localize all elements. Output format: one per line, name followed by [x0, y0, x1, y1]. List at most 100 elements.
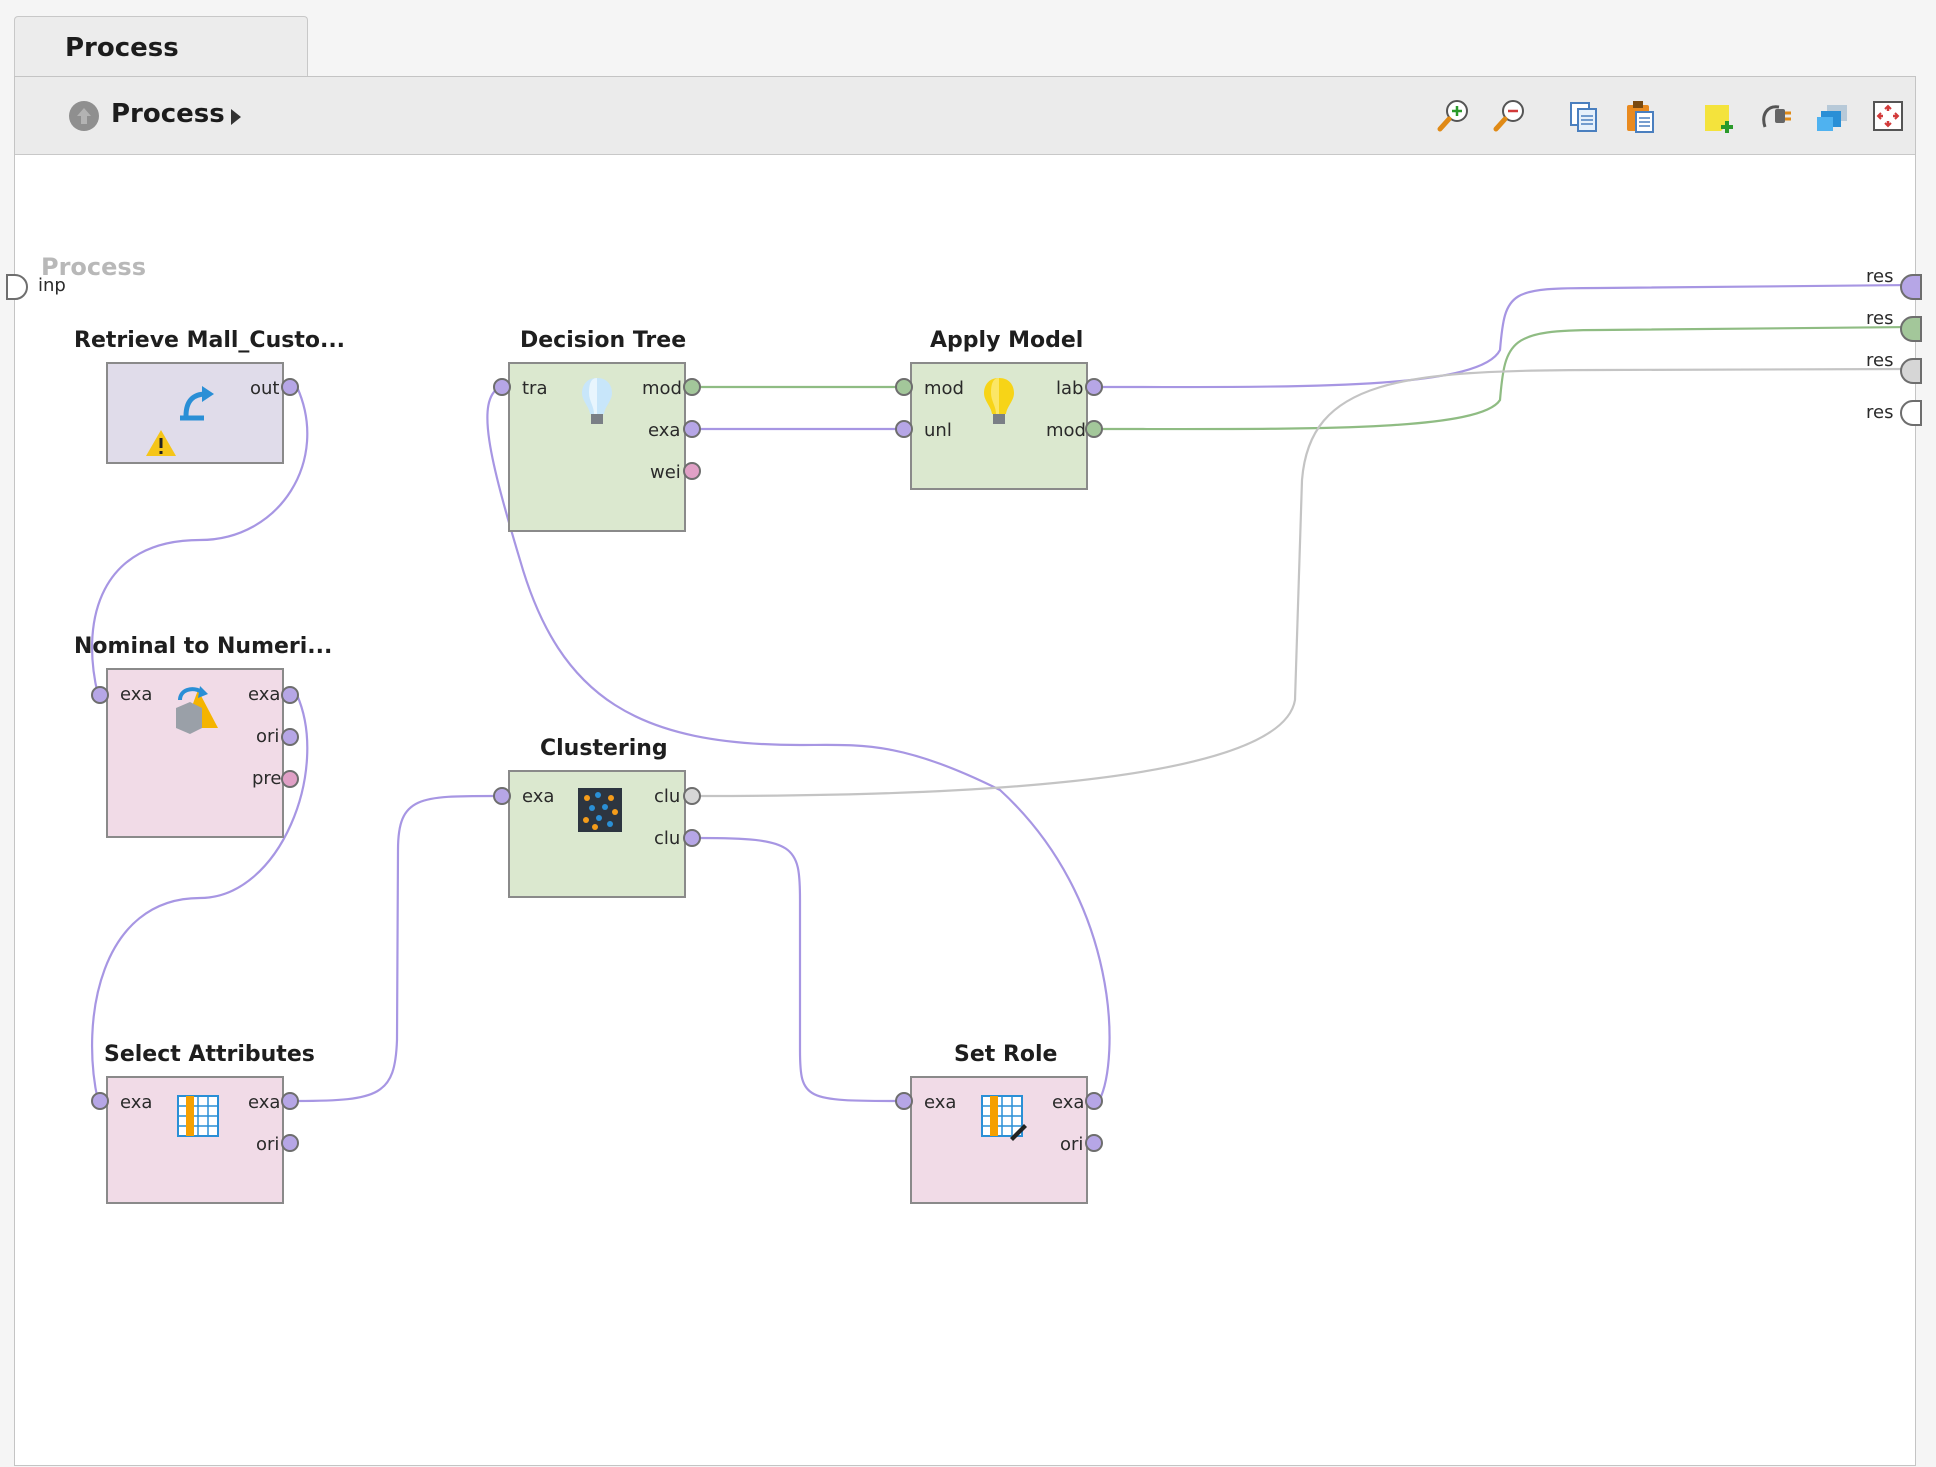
port-label-clu: clu [654, 828, 681, 849]
wire-setrole-to-tree [486, 386, 1111, 1102]
port-apply-mod-out[interactable] [1085, 420, 1103, 438]
result-port-label-4: res [1866, 402, 1894, 423]
port-label-exa: exa [522, 786, 555, 807]
wire-apply-lab-to-res1 [1098, 283, 1916, 389]
layers-icon[interactable] [1813, 97, 1851, 135]
operator-title-setrole: Set Role [954, 1042, 1058, 1067]
wire-nominal-to-select [90, 694, 309, 1102]
port-clustering-clu-1[interactable] [683, 787, 701, 805]
set-role-icon [981, 1095, 1027, 1141]
port-label-mod: mod [1046, 420, 1086, 441]
port-label-mod: mod [924, 378, 964, 399]
retrieve-icon [180, 386, 214, 421]
port-tree-exa[interactable] [683, 420, 701, 438]
lightbulb-icon [984, 378, 1014, 424]
warning-icon [146, 430, 176, 456]
wire-apply-mod-to-res2 [1098, 325, 1916, 431]
port-nominal-exa[interactable] [281, 686, 299, 704]
port-label-in: exa [120, 1092, 153, 1113]
operator-apply-model[interactable]: mod unl lab mod [910, 362, 1088, 490]
operator-retrieve[interactable]: out [106, 362, 284, 464]
port-select-exa[interactable] [281, 1092, 299, 1110]
wire-select-to-clustering [296, 794, 501, 1103]
port-label-exa: exa [248, 684, 281, 705]
result-port-1[interactable] [1900, 274, 1922, 300]
port-label-ori: ori [1060, 1134, 1084, 1155]
port-select-in[interactable] [91, 1092, 109, 1110]
port-nominal-ori[interactable] [281, 728, 299, 746]
fit-view-icon[interactable] [1869, 97, 1907, 135]
port-clustering-clu-2[interactable] [683, 829, 701, 847]
wire-clustering-to-setrole [698, 836, 901, 1103]
port-retrieve-out[interactable] [281, 378, 299, 396]
port-apply-unl[interactable] [895, 420, 913, 438]
operator-nominal-to-numerical[interactable]: exa exa ori pre [106, 668, 284, 838]
paste-icon[interactable] [1621, 97, 1659, 135]
tab-label: Process [65, 33, 179, 63]
wire-retrieve-to-nominal [91, 386, 309, 696]
port-label-in: exa [120, 684, 153, 705]
zoom-out-icon[interactable] [1491, 97, 1529, 135]
up-arrow-icon[interactable] [69, 101, 99, 131]
port-label-ori: ori [256, 1134, 280, 1155]
lightbulb-icon [582, 378, 612, 424]
input-port-label: inp [38, 275, 66, 296]
port-label-tra: tra [522, 378, 548, 399]
clustering-icon [578, 788, 622, 832]
port-label-mod: mod [642, 378, 682, 399]
port-label-unl: unl [924, 420, 952, 441]
port-select-ori[interactable] [281, 1134, 299, 1152]
process-toolbar: Process [15, 77, 1915, 155]
operator-title-clustering: Clustering [540, 736, 668, 761]
port-setrole-exa[interactable] [1085, 1092, 1103, 1110]
result-port-label-1: res [1866, 266, 1894, 287]
select-attributes-icon [177, 1095, 219, 1137]
port-clustering-exa[interactable] [493, 787, 511, 805]
breadcrumb-arrow-icon[interactable] [231, 109, 241, 125]
port-nominal-in[interactable] [91, 686, 109, 704]
port-label-exa: exa [924, 1092, 957, 1113]
result-port-3[interactable] [1900, 358, 1922, 384]
canvas-title: Process [41, 253, 146, 281]
port-label-exa: exa [648, 420, 681, 441]
operator-decision-tree[interactable]: tra mod exa wei [508, 362, 686, 532]
port-label-out: out [250, 378, 280, 399]
port-label-pre: pre [252, 768, 282, 789]
port-label-clu: clu [654, 786, 681, 807]
result-port-4[interactable] [1900, 400, 1922, 426]
port-tree-mod[interactable] [683, 378, 701, 396]
process-canvas[interactable]: Process [15, 155, 1915, 1467]
process-panel: Process Process [14, 76, 1916, 1466]
port-label-exa: exa [248, 1092, 281, 1113]
breadcrumb[interactable]: Process [111, 99, 225, 129]
operator-title-apply: Apply Model [930, 328, 1084, 353]
port-nominal-pre[interactable] [281, 770, 299, 788]
port-apply-mod-in[interactable] [895, 378, 913, 396]
port-setrole-ori[interactable] [1085, 1134, 1103, 1152]
process-input-port[interactable] [6, 274, 28, 300]
operator-title-tree: Decision Tree [520, 328, 687, 353]
auto-wire-icon[interactable] [1757, 97, 1795, 135]
port-tree-wei[interactable] [683, 462, 701, 480]
tab-process[interactable]: Process [14, 16, 308, 76]
operator-title-retrieve: Retrieve Mall_Custo... [74, 328, 346, 353]
port-label-ori: ori [256, 726, 280, 747]
port-label-exa: exa [1052, 1092, 1085, 1113]
result-port-label-2: res [1866, 308, 1894, 329]
result-port-label-3: res [1866, 350, 1894, 371]
nominal-to-numerical-icon [176, 686, 218, 734]
add-note-icon[interactable] [1701, 97, 1739, 135]
port-apply-lab[interactable] [1085, 378, 1103, 396]
port-tree-tra[interactable] [493, 378, 511, 396]
operator-title-nominal: Nominal to Numeri... [74, 634, 333, 659]
operator-set-role[interactable]: exa exa ori [910, 1076, 1088, 1204]
operator-select-attributes[interactable]: exa exa ori [106, 1076, 284, 1204]
port-setrole-in[interactable] [895, 1092, 913, 1110]
operator-clustering[interactable]: exa clu clu [508, 770, 686, 898]
port-label-wei: wei [650, 462, 681, 483]
copy-icon[interactable] [1565, 97, 1603, 135]
wire-clustering-to-res3 [698, 367, 1916, 798]
zoom-in-icon[interactable] [1435, 97, 1473, 135]
result-port-2[interactable] [1900, 316, 1922, 342]
